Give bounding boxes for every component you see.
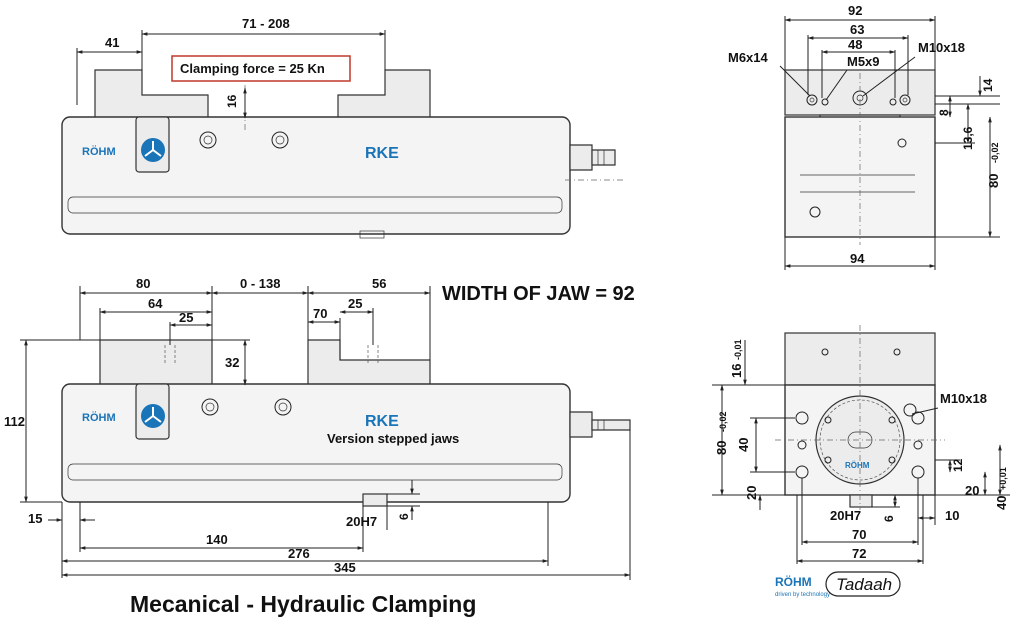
dim-41: 41 [105, 35, 119, 50]
clamping-force-label: Clamping force = 25 Kn [180, 61, 325, 76]
vise-end-view-bottom: RÖHM [775, 325, 945, 510]
brand-label-top: RÖHM [82, 145, 116, 158]
tol-40-right: +0,01 [998, 467, 1008, 490]
drawing-title: Mecanical - Hydraulic Clamping [130, 591, 476, 617]
width-of-jaw-label: WIDTH OF JAW = 92 [442, 283, 635, 305]
dim-112: 112 [4, 414, 25, 429]
dim-12: 12 [951, 458, 965, 472]
brand-label-bottom: RÖHM [82, 411, 116, 424]
dim-20-left: 20 [744, 486, 759, 500]
dim-25-right: 25 [348, 296, 362, 311]
dim-70-jaw: 70 [313, 306, 327, 321]
rohm-logo: RÖHM driven by technology [775, 574, 830, 598]
vise-side-view-bottom: RÖHM RKE Version stepped jaws [61, 339, 631, 507]
dim-80-end-bottom: 80 [714, 441, 729, 455]
dim-63: 63 [850, 22, 864, 37]
dim-8: 8 [937, 109, 951, 116]
bottom-dimensions: 80 64 25 0 - 138 70 25 56 32 112 15 20H7 [4, 276, 631, 580]
label-m5x9: M5x9 [847, 54, 880, 69]
dim-20h7-end: 20H7 [830, 508, 861, 523]
dim-0-138: 0 - 138 [240, 276, 280, 291]
label-m10x18-top: M10x18 [918, 40, 965, 55]
movable-jaw [337, 69, 431, 119]
dim-71-208: 71 - 208 [242, 16, 290, 31]
dim-72: 72 [852, 546, 866, 561]
dim-16-top: 16 [225, 94, 239, 108]
dim-10: 10 [945, 508, 959, 523]
version-label: Version stepped jaws [327, 431, 459, 446]
tol-80-end-top: -0,02 [990, 142, 1000, 163]
vise-end-view-top [784, 60, 936, 245]
brand-label-flange: RÖHM [845, 461, 870, 470]
dim-6-side: 6 [397, 513, 411, 520]
clamping-force-box [171, 55, 351, 82]
dim-56: 56 [372, 276, 386, 291]
dim-64: 64 [148, 296, 163, 311]
end-top-dimensions: 92 63 48 M6x14 M5x9 M10x18 14 8 13,6 80 … [728, 3, 1001, 270]
tol-80-end-bottom: -0,02 [718, 411, 728, 432]
svg-text:RÖHM: RÖHM [775, 574, 812, 589]
dim-140: 140 [206, 532, 228, 547]
label-m10x18-end: M10x18 [940, 391, 987, 406]
dim-94: 94 [850, 251, 865, 266]
dim-70-end: 70 [852, 527, 866, 542]
tol-16-end: -0,01 [733, 339, 743, 360]
dim-40-left: 40 [736, 438, 751, 452]
dim-48: 48 [848, 37, 862, 52]
dim-32: 32 [225, 355, 239, 370]
stepped-jaw-right [307, 339, 431, 386]
dim-16-end: 16 [729, 364, 744, 378]
dim-80: 80 [136, 276, 150, 291]
dim-345: 345 [334, 560, 356, 575]
dim-40-right: 40 [994, 496, 1009, 510]
dim-92: 92 [848, 3, 862, 18]
vise-body [61, 116, 571, 235]
dim-6-end: 6 [882, 515, 896, 522]
svg-text:Tadaah: Tadaah [836, 575, 892, 594]
dim-13-6: 13,6 [961, 126, 975, 150]
stepped-jaw-left [99, 339, 213, 386]
end-bottom-dimensions: 16 -0,01 M10x18 80 -0,02 40 20 12 40 +0,… [712, 339, 1010, 564]
model-label-bottom: RKE [365, 413, 399, 430]
dim-14: 14 [981, 78, 995, 92]
dim-20h7-side: 20H7 [346, 514, 377, 529]
dim-276: 276 [288, 546, 310, 561]
tadaah-logo: Tadaah [825, 571, 901, 597]
dim-20-right: 20 [965, 483, 979, 498]
dim-80-end-top: 80 [986, 174, 1001, 188]
model-label: RKE [365, 145, 399, 162]
label-m6x14: M6x14 [728, 50, 769, 65]
vise-body-bottom [61, 383, 571, 503]
svg-text:driven by technology: driven by technology [775, 592, 830, 598]
dim-15: 15 [28, 511, 42, 526]
top-dimensions: 71 - 208 41 16 Clamping force = 25 Kn [76, 16, 386, 119]
vise-side-view-top: RÖHM RKE [61, 69, 625, 239]
dim-25-left: 25 [179, 310, 193, 325]
